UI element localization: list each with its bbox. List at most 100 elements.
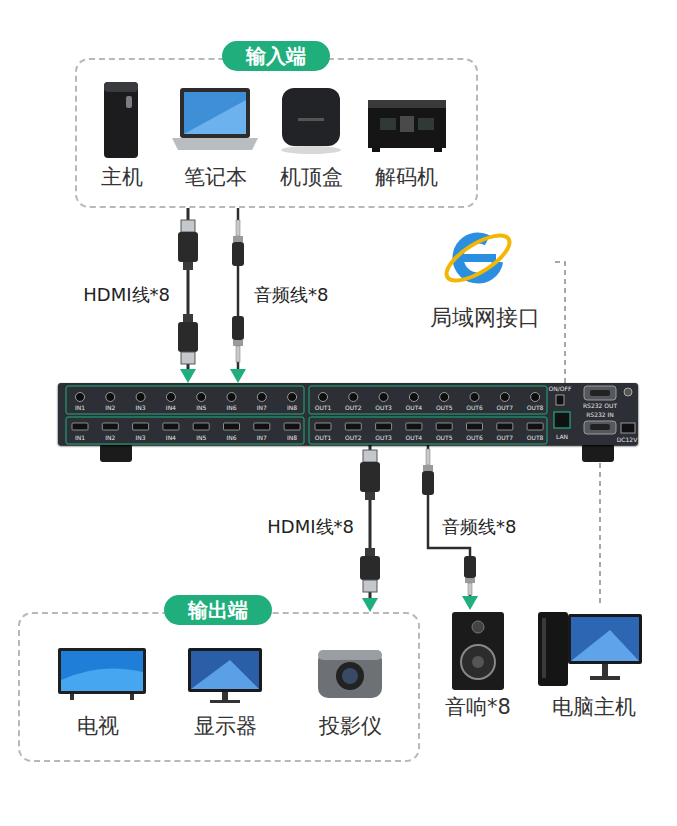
- rs232-port: [584, 386, 616, 400]
- tower-pc-icon: [104, 82, 138, 158]
- audio-jack: [227, 393, 236, 402]
- port-label: IN6: [226, 405, 236, 411]
- audio-jack: [288, 393, 297, 402]
- port-label: OUT7: [496, 405, 513, 411]
- node-label: 局域网接口: [430, 305, 540, 331]
- audio-jack: [379, 393, 388, 402]
- port-label: ON/OFF: [549, 386, 572, 392]
- lan-port: [554, 412, 570, 428]
- port-label: RS232 OUT: [583, 403, 617, 409]
- port-label: OUT5: [436, 435, 453, 441]
- arrow-head: [462, 596, 478, 610]
- port-label: OUT6: [466, 405, 483, 411]
- set-top-box-icon: [281, 88, 341, 154]
- cable-label: 音频线*8: [440, 516, 518, 538]
- hdmi-port: [193, 423, 209, 430]
- device-foot: [582, 444, 614, 462]
- ie-icon: [440, 227, 516, 289]
- connector-line: [237, 208, 240, 371]
- port-label: OUT8: [527, 405, 544, 411]
- port-label: OUT2: [345, 405, 362, 411]
- source-device: 解码机: [362, 75, 452, 195]
- connector: [230, 208, 246, 383]
- node-label: 主机: [101, 165, 143, 190]
- node-label: 投影仪: [319, 714, 382, 739]
- power-switch: [556, 395, 564, 405]
- arrow-head: [230, 369, 246, 383]
- arrow-head: [362, 598, 378, 612]
- hdmi-port: [436, 423, 452, 430]
- ground-screw: [624, 388, 632, 396]
- laptop-icon: [172, 88, 258, 150]
- port-label: IN2: [105, 435, 115, 441]
- audio-jack: [166, 393, 175, 402]
- port-panel: [66, 386, 304, 414]
- port-label: IN1: [75, 405, 85, 411]
- arrow-head: [180, 369, 196, 383]
- port-label: OUT8: [527, 435, 544, 441]
- source-device: 机顶盒: [268, 75, 356, 195]
- audio-jack: [136, 393, 145, 402]
- matrix-device: IN1IN2IN3IN4IN5IN6IN7IN8OUT1OUT2OUT3OUT4…: [58, 383, 638, 445]
- cable-label: HDMI线*8: [265, 516, 356, 538]
- audio-jack: [76, 393, 85, 402]
- hdmi-port: [527, 423, 543, 430]
- port-label: IN6: [226, 435, 236, 441]
- rs232-port: [584, 421, 616, 434]
- audio-jack: [409, 393, 418, 402]
- connector: [600, 445, 601, 606]
- port-label: IN1: [75, 435, 85, 441]
- audio-jack: [257, 393, 266, 402]
- port-label: OUT6: [466, 435, 483, 441]
- hdmi-port: [467, 423, 483, 430]
- port-label: IN8: [287, 435, 297, 441]
- projector-icon: [318, 650, 382, 698]
- port-label: OUT1: [315, 405, 332, 411]
- audio-jack: [106, 393, 115, 402]
- port-label: IN7: [257, 435, 267, 441]
- port-label: OUT1: [315, 435, 332, 441]
- port-label: IN7: [257, 405, 267, 411]
- connector: [552, 262, 565, 383]
- port-label: IN3: [136, 435, 146, 441]
- port-label: IN3: [136, 405, 146, 411]
- port-label: IN4: [166, 435, 176, 441]
- output-group: 输出端电视显示器投影仪: [18, 612, 420, 762]
- port-label: IN2: [105, 405, 115, 411]
- hdmi-port: [72, 423, 88, 430]
- hdmi-port: [284, 423, 300, 430]
- audio-jack: [319, 393, 328, 402]
- computer-device: 电脑主机: [540, 606, 648, 724]
- port-panel: [66, 417, 304, 444]
- speaker-icon: [452, 612, 504, 690]
- dc-jack: [621, 423, 635, 433]
- port-panel: [309, 417, 547, 444]
- node-label: 显示器: [194, 714, 257, 739]
- port-label: OUT4: [406, 435, 423, 441]
- port-label: IN4: [166, 405, 176, 411]
- display-device: 显示器: [180, 635, 272, 745]
- node-label: 笔记本: [184, 165, 247, 190]
- port-label: DC12V: [617, 437, 638, 443]
- audio-jack: [349, 393, 358, 402]
- port-label: IN8: [287, 405, 297, 411]
- audio-jack: [440, 393, 449, 402]
- port-label: OUT4: [406, 405, 423, 411]
- group-heading: 输出端: [164, 595, 272, 625]
- tv-icon: [58, 648, 146, 700]
- hdmi-port: [376, 423, 392, 430]
- hdmi-port: [133, 423, 149, 430]
- port-panel: [309, 386, 547, 414]
- node-label: 音响*8: [445, 695, 511, 720]
- hdmi-plug: [360, 450, 380, 592]
- input-group: 输入端主机笔记本机顶盒解码机: [75, 58, 478, 208]
- computer-icon: [538, 612, 642, 686]
- hdmi-port: [224, 423, 240, 430]
- hdmi-port: [345, 423, 361, 430]
- port-label: OUT3: [375, 405, 392, 411]
- node-label: 电脑主机: [552, 695, 636, 720]
- audio-jack: [500, 393, 509, 402]
- node-label: 机顶盒: [280, 165, 343, 190]
- port-label: OUT2: [345, 435, 362, 441]
